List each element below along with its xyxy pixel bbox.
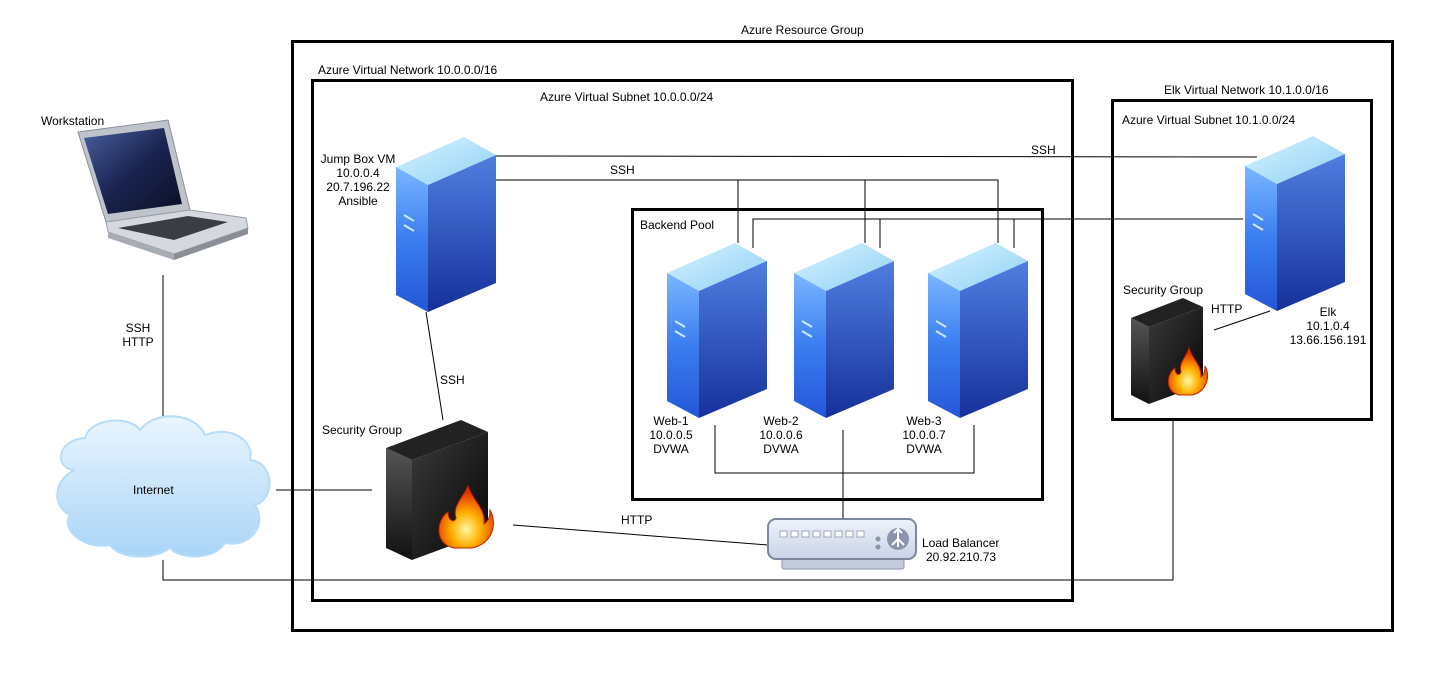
edge-jumpbox-elk <box>495 155 1258 158</box>
elk-label: Elk 10.1.0.4 13.66.156.191 <box>1289 305 1367 347</box>
edge-label-ssh-web: SSH <box>610 163 635 177</box>
load-balancer-icon <box>767 518 917 570</box>
web1-label: Web-1 10.0.0.5 DVWA <box>649 414 693 456</box>
workstation-label: Workstation <box>41 114 105 128</box>
edge-internet-elk <box>162 420 1174 581</box>
backend-pool-frame <box>631 208 1044 501</box>
vnet-main-frame <box>311 79 1074 602</box>
web2-label: Web-2 10.0.0.6 DVWA <box>759 414 803 456</box>
resource-group-frame <box>291 40 1394 632</box>
jumpbox-label: Jump Box VM 10.0.0.4 20.7.196.22 Ansible <box>320 152 396 208</box>
sg-elk-label: Security Group <box>1123 283 1204 297</box>
vnet-elk-label: Elk Virtual Network 10.1.0.0/16 <box>1164 83 1329 97</box>
edge-label-http-lb: HTTP <box>621 513 653 527</box>
edge-jumpbox-web <box>496 179 999 243</box>
cloud-icon <box>56 415 271 558</box>
load-balancer-label: Load Balancer 20.92.210.73 <box>922 536 1000 564</box>
sg-main-label: Security Group <box>322 423 403 437</box>
edge-label-ssh-elk: SSH <box>1031 143 1056 157</box>
edge-label-ssh-http: SSH HTTP <box>122 321 154 349</box>
edge-elk-sg <box>1213 310 1271 331</box>
vnet-elk-frame <box>1111 99 1373 421</box>
resource-group-label: Azure Resource Group <box>741 23 864 37</box>
subnet-main-label: Azure Virtual Subnet 10.0.0.0/24 <box>540 90 714 104</box>
web3-label: Web-3 10.0.0.7 DVWA <box>902 414 946 456</box>
edge-jumpbox-sg <box>425 311 444 421</box>
firewall-icon <box>386 420 494 560</box>
laptop-icon <box>77 119 249 260</box>
firewall-icon <box>1131 298 1208 404</box>
edge-label-http-elk: HTTP <box>1211 302 1243 316</box>
backend-pool-label: Backend Pool <box>640 218 715 232</box>
vnet-main-label: Azure Virtual Network 10.0.0.0/16 <box>318 63 498 77</box>
edge-elk-web <box>752 218 1243 248</box>
edge-label-ssh-sg: SSH <box>440 373 465 387</box>
subnet-elk-label: Azure Virtual Subnet 10.1.0.0/24 <box>1122 113 1296 127</box>
internet-label: Internet <box>133 483 174 497</box>
edge-sg-lb <box>512 524 769 546</box>
edge-web-lb <box>714 425 975 474</box>
